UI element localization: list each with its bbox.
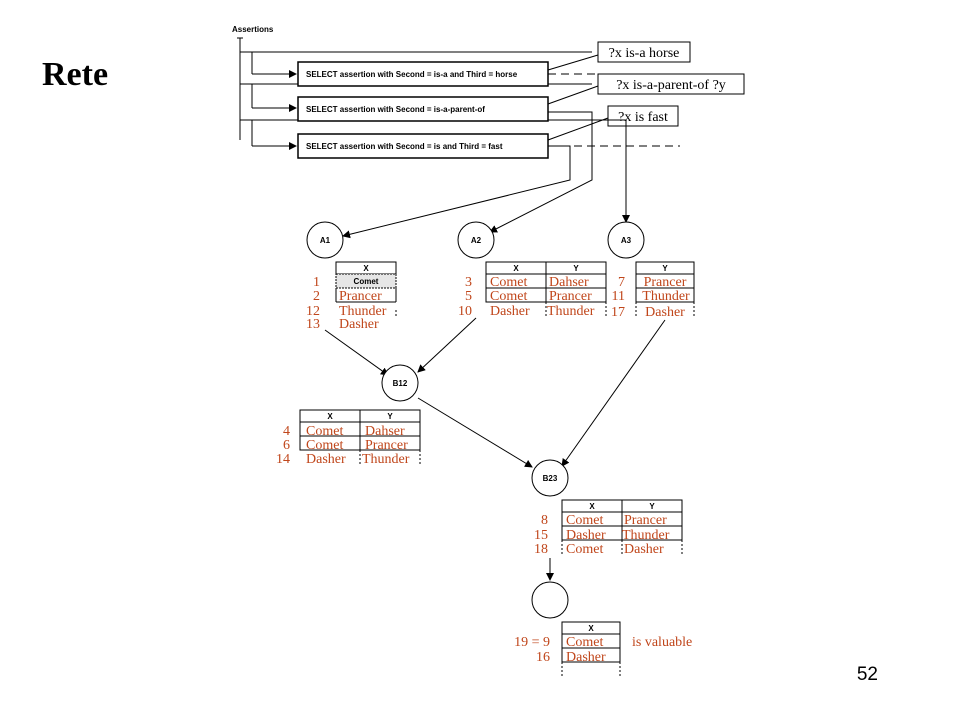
svg-text:10: 10 [458,304,472,319]
svg-text:Dasher: Dasher [624,542,664,557]
pattern-text-3: ?x is fast [618,110,668,125]
table-final: X 19 = 9 16 Comet Dasher is valuable [514,621,692,678]
svg-text:Dasher: Dasher [339,317,379,332]
svg-text:X: X [327,412,333,421]
svg-text:15: 15 [534,528,548,543]
svg-text:Prancer: Prancer [624,513,667,528]
svg-text:2: 2 [313,289,320,304]
svg-text:Prancer: Prancer [365,438,408,453]
select-text-3: SELECT assertion with Second = is and Th… [306,142,503,151]
svg-text:Y: Y [387,412,393,421]
svg-text:Y: Y [662,264,668,273]
svg-text:3: 3 [465,275,472,290]
svg-text:Comet: Comet [306,438,343,453]
svg-text:Dahser: Dahser [549,275,589,290]
svg-text:X: X [589,502,595,511]
svg-text:13: 13 [306,317,320,332]
svg-text:5: 5 [465,289,472,304]
table-a3: Y 7 11 17 Prancer Thunder Dasher [611,261,695,320]
node-a3-label: A3 [621,236,632,245]
svg-text:Comet: Comet [566,513,603,528]
pattern-text-1: ?x is-a horse [609,46,680,61]
node-b12 [381,364,419,402]
table-a2: X Y 3 5 10 Comet Dahser Comet Prancer Da… [458,261,607,319]
table-b12: X Y 4 6 14 Comet Dahser Comet Prancer Da… [276,409,421,467]
node-terminal [531,581,569,619]
svg-text:Dasher: Dasher [645,305,685,320]
svg-text:Thunder: Thunder [642,289,690,304]
svg-text:4: 4 [283,424,290,439]
svg-text:1: 1 [313,275,320,290]
assertions-label: Assertions [232,25,274,34]
svg-text:18: 18 [534,542,548,557]
svg-text:Y: Y [649,502,655,511]
node-b12-label: B12 [393,379,408,388]
svg-text:Comet: Comet [490,275,527,290]
svg-text:6: 6 [283,438,290,453]
svg-text:12: 12 [306,304,320,319]
svg-text:X: X [588,624,594,633]
node-a3 [607,221,645,259]
svg-text:16: 16 [536,650,550,665]
svg-text:Thunder: Thunder [339,304,387,319]
slide-title: Rete [42,56,109,93]
node-a1-label: A1 [320,236,331,245]
svg-text:X: X [363,264,369,273]
final-note: is valuable [632,635,692,650]
svg-text:Dasher: Dasher [490,304,530,319]
node-a1 [306,221,344,259]
svg-text:X: X [513,264,519,273]
svg-text:Comet: Comet [490,289,527,304]
table-b23: X Y 8 15 18 Comet Prancer Dasher Thunder… [534,499,683,557]
page-number: 52 [856,664,878,685]
svg-text:7: 7 [618,275,625,290]
svg-text:Dasher: Dasher [306,452,346,467]
pattern-box-2 [597,73,745,95]
node-a2-label: A2 [471,236,482,245]
svg-text:Prancer: Prancer [549,289,592,304]
node-b23 [531,459,569,497]
svg-text:Dasher: Dasher [566,650,606,665]
svg-text:Comet: Comet [306,424,343,439]
node-b23-label: B23 [543,474,558,483]
svg-text:19 = 9: 19 = 9 [514,635,550,650]
node-a2 [457,221,495,259]
svg-text:14: 14 [276,452,290,467]
svg-text:Comet: Comet [566,542,603,557]
svg-text:Dahser: Dahser [365,424,405,439]
svg-text:17: 17 [611,305,625,320]
select-text-1: SELECT assertion with Second = is-a and … [306,70,518,79]
svg-text:8: 8 [541,513,548,528]
svg-text:Thunder: Thunder [362,452,410,467]
svg-text:Dasher: Dasher [566,528,606,543]
select-box-1 [297,61,549,87]
svg-text:Thunder: Thunder [547,304,595,319]
svg-text:11: 11 [612,289,625,304]
pattern-box-1 [597,41,691,63]
svg-text:Prancer: Prancer [644,275,687,290]
select-box-2 [297,96,549,122]
svg-text:Comet: Comet [566,635,603,650]
svg-text:Y: Y [573,264,579,273]
pattern-text-2: ?x is-a-parent-of ?y [616,78,726,93]
table-a1: X Comet 1 2 12 13 Prancer Thunder Dasher [306,261,397,332]
a1-highlight: Comet [354,277,379,286]
svg-text:Prancer: Prancer [339,289,382,304]
svg-text:Thunder: Thunder [622,528,670,543]
select-box-3 [297,133,549,159]
select-text-2: SELECT assertion with Second = is-a-pare… [306,105,485,114]
